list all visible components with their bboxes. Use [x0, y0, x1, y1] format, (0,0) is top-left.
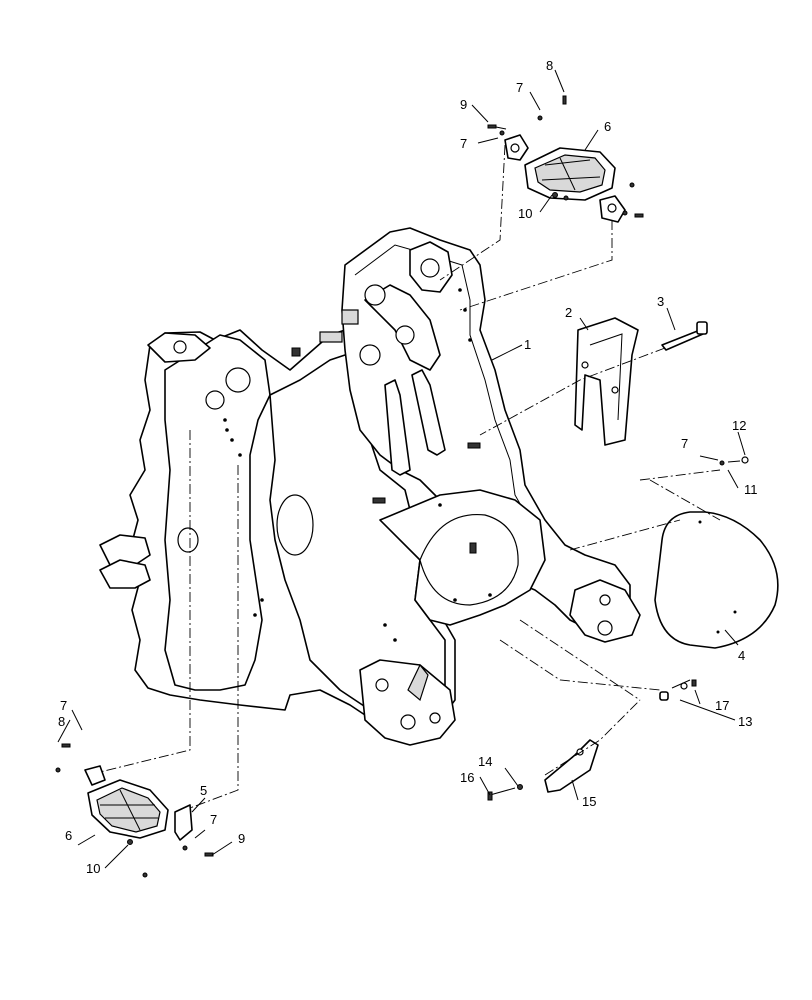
callout-10-lower: 10 [86, 861, 100, 876]
pin-and-bushing [659, 679, 697, 701]
callout-7-lower-left: 7 [60, 698, 67, 713]
right-small-hardware [719, 456, 749, 466]
callout-5: 5 [200, 783, 207, 798]
callout-2: 2 [565, 305, 572, 320]
callout-6-lower: 6 [65, 828, 72, 843]
upper-step-assembly [487, 95, 644, 223]
cover-plate [654, 511, 779, 649]
callout-10-upper: 10 [518, 206, 532, 221]
callout-14: 14 [478, 754, 492, 769]
front-frame [99, 227, 641, 746]
callout-11: 11 [744, 482, 758, 497]
callout-15: 15 [582, 794, 596, 809]
callout-9-lower: 9 [238, 831, 245, 846]
callout-9-upper: 9 [460, 97, 467, 112]
callout-6-upper: 6 [604, 119, 611, 134]
callout-17: 17 [715, 698, 729, 713]
callout-7-upper-b: 7 [460, 136, 467, 151]
callout-13: 13 [738, 714, 752, 729]
callout-7-right: 7 [681, 436, 688, 451]
callout-1: 1 [524, 337, 531, 352]
callout-12: 12 [732, 418, 746, 433]
assembly-center-lines [99, 144, 721, 809]
support-arm [487, 739, 599, 801]
callout-7-lower-right: 7 [210, 812, 217, 827]
callout-7-upper-a: 7 [516, 80, 523, 95]
callout-labels: 1 2 3 4 5 6 6 7 7 7 7 7 8 8 9 9 10 10 11… [58, 58, 758, 876]
callout-3: 3 [657, 294, 664, 309]
callout-16: 16 [460, 770, 474, 785]
lower-step-assembly [55, 743, 214, 878]
leader-lines [57, 69, 746, 869]
mounting-bracket [574, 317, 639, 446]
callout-8-lower: 8 [58, 714, 65, 729]
retaining-pin [661, 321, 708, 351]
callout-4: 4 [738, 648, 745, 663]
callout-8-upper: 8 [546, 58, 553, 73]
